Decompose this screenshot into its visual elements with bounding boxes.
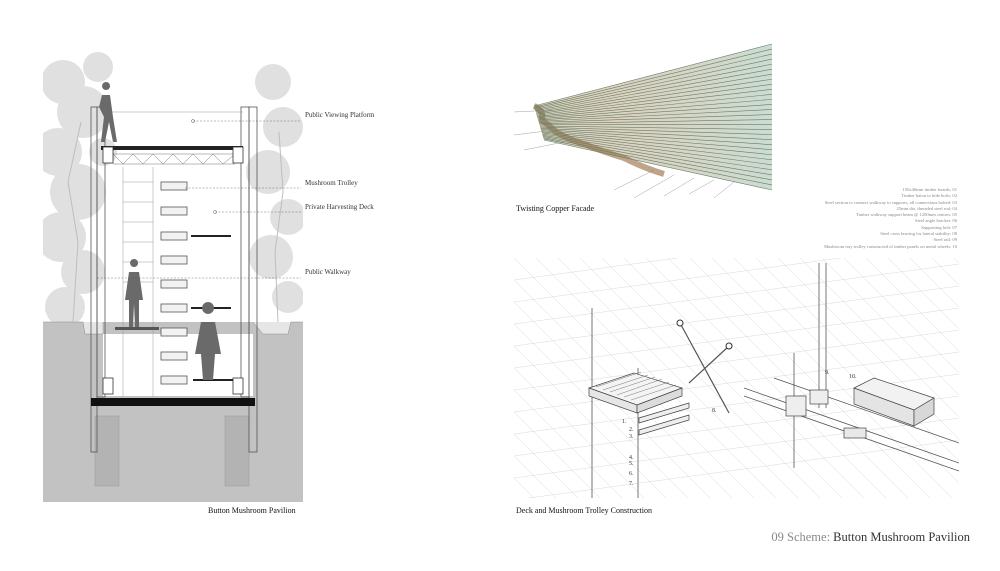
- trolley: [843, 377, 935, 439]
- construction-svg: [293, 197, 1000, 501]
- section-drawing: [34, 42, 306, 502]
- footer-title: 09 Scheme: Button Mushroom Pavilion: [771, 530, 970, 545]
- grid-line: [513, 307, 960, 369]
- callout-9: 9.: [825, 370, 830, 376]
- legend: 150x40mm timber boards: 01 Timber baton …: [752, 187, 957, 250]
- label-public-viewing-platform: Public Viewing Platform: [305, 111, 375, 119]
- grid-line: [601, 257, 843, 499]
- callout-7: 7.: [629, 481, 634, 487]
- mushroom-trays: [160, 181, 188, 385]
- facade-louvre: [542, 136, 773, 176]
- grid-line: [689, 257, 931, 499]
- legend-item: Timber baton to hide bolts: 02: [901, 193, 957, 199]
- facade-louvre: [539, 125, 773, 130]
- legend-item: Supporting bolt: 07: [921, 224, 957, 230]
- facade-louvre: [536, 73, 773, 114]
- facade-louvre: [543, 137, 773, 181]
- facade-louvre: [540, 126, 773, 135]
- grid-line: [359, 257, 601, 499]
- grid-line: [513, 329, 960, 391]
- facade-louvre: [536, 78, 773, 115]
- facade-louvre: [543, 138, 773, 186]
- facade-louvre: [534, 58, 773, 110]
- grid-line: [799, 257, 1000, 459]
- deck-assembly: [587, 372, 690, 436]
- facade-louvre: [535, 63, 773, 111]
- grid-line: [623, 257, 865, 499]
- caption-button-mushroom-pavilion: Button Mushroom Pavilion: [208, 506, 296, 515]
- facade-louvre: [538, 109, 773, 122]
- facade-louvre: [538, 104, 773, 121]
- facade-louvre: [541, 130, 773, 151]
- callout-3: 3.: [629, 434, 634, 440]
- label-private-harvesting-deck: Private Harvesting Deck: [305, 203, 374, 211]
- facade-louvre: [539, 119, 773, 124]
- footer-project-title: Button Mushroom Pavilion: [833, 530, 970, 544]
- construction-drawing: [293, 197, 1000, 501]
- facade-louvre: [533, 43, 773, 107]
- grid-line: [821, 257, 1000, 437]
- grid-line: [733, 257, 975, 499]
- grid-line: [513, 417, 960, 479]
- facade-louvre: [537, 94, 773, 119]
- grid-line: [777, 257, 1000, 481]
- caption-twisting-copper-facade: Twisting Copper Facade: [516, 204, 595, 213]
- grid-line: [711, 257, 953, 499]
- grid-line: [667, 257, 909, 499]
- facade-louvre: [542, 135, 773, 171]
- facade-louvre: [541, 131, 773, 156]
- grid-line: [513, 219, 960, 281]
- facade-svg: [513, 43, 773, 199]
- people: [99, 82, 221, 380]
- callout-2: 2.: [629, 427, 634, 433]
- facade-louvre: [538, 114, 773, 123]
- facade-louvre: [536, 83, 773, 116]
- legend-item: Mushroom tray trolley constructed of tim…: [824, 243, 957, 249]
- grid-line: [887, 257, 1000, 371]
- facade-louvre: [534, 48, 773, 108]
- grid-line: [535, 257, 777, 499]
- grid-line: [447, 257, 689, 499]
- section-drawing-svg: [34, 52, 306, 502]
- grid-line: [491, 257, 733, 499]
- legend-item: Steel rail: 09: [933, 237, 957, 243]
- callout-10: 10.: [849, 374, 857, 380]
- footer-scheme-number: 09 Scheme:: [771, 530, 834, 544]
- facade-louvre: [537, 99, 773, 120]
- facade-louvre: [540, 129, 773, 145]
- facade-louvre: [540, 127, 773, 140]
- grid-line: [513, 263, 960, 325]
- legend-item: Steel cross bracing for lateral stabilit…: [880, 231, 957, 237]
- legend-item: 150x40mm timber boards: 01: [902, 187, 957, 192]
- facade-louvre: [542, 133, 773, 166]
- callout-8: 8.: [712, 408, 717, 414]
- grid-line: [909, 257, 1000, 349]
- legend-item: Steel angle bracket: 06: [915, 218, 957, 224]
- grid-line: [579, 257, 821, 499]
- facade-louvre: [534, 53, 773, 109]
- legend-item: Steel section to connect walkway to supp…: [824, 199, 957, 205]
- grid-line: [513, 285, 960, 347]
- facade-louvre: [543, 139, 773, 191]
- grid-line: [513, 439, 960, 501]
- caption-deck-trolley-construction: Deck and Mushroom Trolley Construction: [516, 506, 652, 515]
- trees-right: [246, 64, 306, 313]
- facade-louvre: [537, 89, 773, 117]
- facade-drawing: [513, 40, 774, 200]
- label-public-walkway: Public Walkway: [305, 268, 351, 276]
- facade-louvre: [535, 68, 773, 113]
- legend-item: Timber walkway support beam @ 1200mm cen…: [855, 212, 957, 218]
- callout-1: 1.: [622, 419, 627, 425]
- trees-left: [34, 52, 117, 327]
- label-mushroom-trolley: Mushroom Trolley: [305, 179, 358, 187]
- callout-6: 6.: [629, 471, 634, 477]
- grid-line: [513, 241, 960, 303]
- grid-line: [557, 257, 799, 499]
- grid-line: [513, 351, 960, 413]
- grid-line: [755, 257, 997, 499]
- legend-item: 25mm dia. threaded steel rod: 04: [896, 205, 957, 211]
- callout-5: 5.: [629, 461, 634, 467]
- callout-4: 4.: [629, 455, 634, 461]
- facade-louvre: [541, 132, 773, 161]
